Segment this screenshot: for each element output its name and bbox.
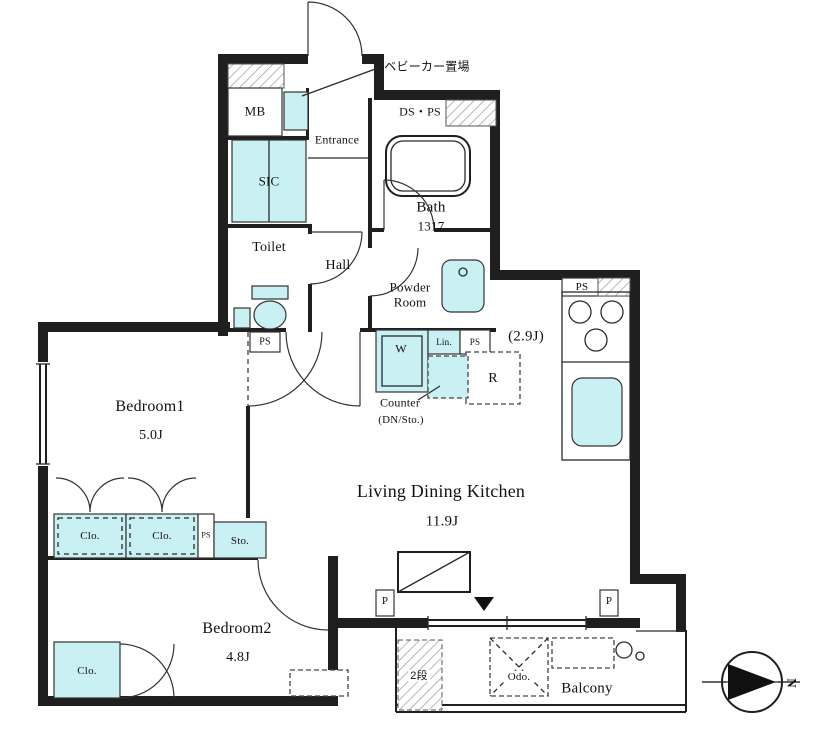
label-pipe-space: PS xyxy=(469,336,481,347)
label-refrigerator: R xyxy=(488,371,498,387)
hall-ldk-door xyxy=(285,331,361,407)
label-counter: Counter xyxy=(379,395,421,410)
bathtub-outer xyxy=(385,135,471,197)
pipe-space-box xyxy=(459,329,491,355)
drain-circle xyxy=(615,641,633,659)
balcony-dashed-box xyxy=(551,637,615,669)
pillar-box xyxy=(375,589,395,617)
powder-room-door xyxy=(369,247,419,297)
meter-box xyxy=(227,87,283,137)
storage-box xyxy=(213,521,267,559)
duct-pipe-space-hatch xyxy=(445,99,497,127)
toilet-counter xyxy=(233,307,251,329)
label-two-tier: 2段 xyxy=(408,669,430,683)
label-bedroom1: Bedroom1 xyxy=(115,398,185,416)
label-pipe-space: PS xyxy=(201,530,211,540)
kitchen-pipe-space-hatch xyxy=(597,277,631,297)
stove-burner xyxy=(600,300,624,324)
outer-walls xyxy=(38,54,686,706)
windows xyxy=(35,362,587,630)
entrance-door xyxy=(307,1,363,57)
bathtub-inner xyxy=(390,140,466,192)
label-pipe-space: PS xyxy=(259,336,271,348)
sideboard xyxy=(397,551,471,593)
label-north: N xyxy=(784,678,800,688)
label-living-size: 11.9J xyxy=(425,513,459,530)
stroller-space-box xyxy=(283,91,309,131)
balcony xyxy=(395,628,687,713)
stroller-leader-line xyxy=(301,67,379,97)
label-powder-room: Powder Room xyxy=(389,279,431,309)
label-pillar: P xyxy=(381,594,389,607)
label-closet: Clo. xyxy=(77,664,97,677)
label-toilet: Toilet xyxy=(252,240,286,256)
label-counter-sub: (DN/Sto.) xyxy=(378,413,424,426)
label-bedroom2-size: 4.8J xyxy=(226,650,250,666)
kitchen-sink xyxy=(571,377,623,447)
label-storage: Sto. xyxy=(230,534,250,547)
bedroom2-door xyxy=(257,559,329,631)
label-pipe-space: PS xyxy=(575,280,589,293)
label-living: Living Dining Kitchen xyxy=(356,480,526,501)
label-kitchen-size: (2.9J) xyxy=(508,328,544,345)
toilet-door xyxy=(309,231,363,285)
label-linen: Lin. xyxy=(436,336,452,347)
compass-needle xyxy=(728,664,776,700)
label-closet: Clo. xyxy=(80,529,100,542)
washer-space-box xyxy=(375,329,429,393)
label-bedroom1-size: 5.0J xyxy=(139,428,163,444)
bedroom2-dashed-box xyxy=(289,669,349,697)
bedroom2-fixtures xyxy=(53,641,349,699)
label-stroller-area: ベビーカー置場 xyxy=(384,59,470,74)
compass xyxy=(702,651,800,713)
ldk-fixtures xyxy=(375,551,619,617)
label-washer: W xyxy=(395,341,407,356)
stove-burner xyxy=(568,300,592,324)
stove-burner xyxy=(584,328,608,352)
toilet-pipe-space-box xyxy=(249,331,281,353)
label-hall: Hall xyxy=(325,258,351,274)
pillar-box xyxy=(599,589,619,617)
door-arcs xyxy=(247,1,435,631)
washbasin-faucet xyxy=(458,267,468,277)
label-balcony: Balcony xyxy=(561,680,613,697)
entry-direction-marker xyxy=(474,597,494,611)
label-bath: Bath xyxy=(416,199,446,216)
kitchen-unit xyxy=(417,291,631,461)
drain-circle xyxy=(635,651,645,661)
counter-box xyxy=(427,355,469,399)
closet-box xyxy=(53,641,121,699)
label-outdoor-unit: Odo. xyxy=(505,670,533,684)
label-shoe-closet: SIC xyxy=(258,173,280,189)
bath-door xyxy=(383,179,435,231)
closet-box xyxy=(53,513,127,559)
kitchen-counter xyxy=(561,291,631,461)
label-bath-size: 1317 xyxy=(417,218,445,234)
laundry-row xyxy=(375,329,491,393)
bedroom1-closets xyxy=(53,477,267,559)
hatch-above-meter-box xyxy=(227,63,285,89)
label-bedroom2: Bedroom2 xyxy=(202,620,272,638)
entrance-area xyxy=(227,67,379,223)
label-closet: Clo. xyxy=(152,529,172,542)
refrigerator-box xyxy=(465,351,521,405)
washbasin xyxy=(441,259,485,313)
label-meter-box: MB xyxy=(244,103,266,119)
linen-box xyxy=(427,329,461,355)
label-entrance: Entrance xyxy=(314,132,360,147)
label-pillar: P xyxy=(605,594,613,607)
washer-pan xyxy=(381,335,423,387)
toilet-fixture xyxy=(233,285,289,353)
counter-leader-line xyxy=(417,385,441,401)
bath-fixtures xyxy=(385,135,485,313)
bedroom1-door xyxy=(247,331,323,407)
label-duct-pipe-space: DS・PS xyxy=(397,104,443,119)
